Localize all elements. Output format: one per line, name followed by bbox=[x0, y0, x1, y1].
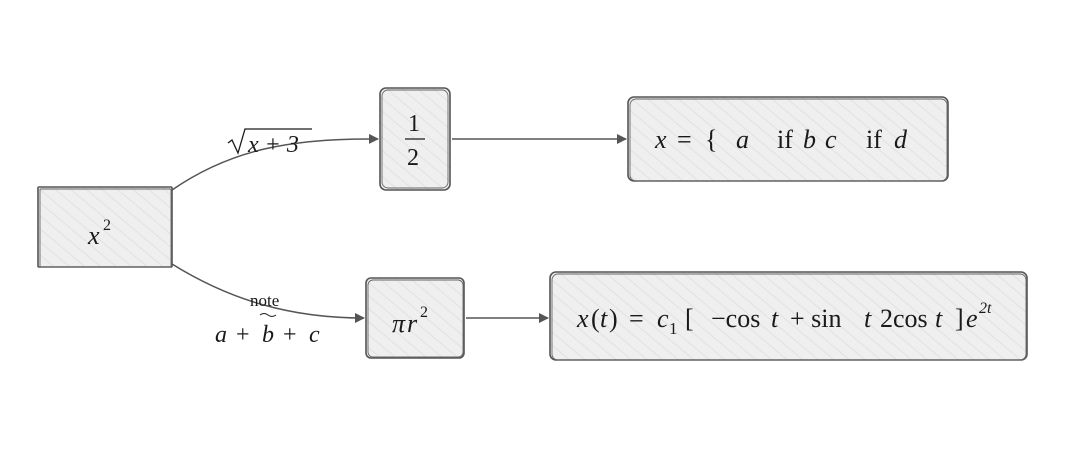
note-text: note bbox=[250, 291, 279, 310]
node-half[interactable]: 1 2 bbox=[379, 87, 451, 191]
sqrt-sign bbox=[227, 128, 312, 155]
expr-a: a bbox=[215, 322, 227, 348]
edge-label-note: note a + b + c bbox=[215, 291, 320, 348]
cases-brace: { bbox=[705, 125, 717, 154]
edge-label-sqrt: x + 3 bbox=[227, 128, 312, 158]
fraction-denominator: 2 bbox=[407, 145, 419, 171]
pir2-exponent: 2 bbox=[420, 304, 428, 321]
sol-rbracket: ] bbox=[955, 304, 964, 333]
sol-lbracket: [ bbox=[685, 304, 694, 333]
underbrace-tilde bbox=[259, 313, 277, 317]
expr-plus2: + bbox=[283, 322, 297, 348]
cases-a: a bbox=[736, 125, 749, 154]
sol-c-sub: 1 bbox=[669, 319, 678, 338]
sol-e: e bbox=[966, 304, 978, 333]
sol-t2: t bbox=[864, 304, 872, 333]
cases-eq: = bbox=[677, 125, 692, 154]
cases-d: d bbox=[894, 125, 908, 154]
pi-symbol: π bbox=[392, 309, 406, 338]
sol-minus-cos: −cos bbox=[711, 304, 760, 333]
cases-if2: if bbox=[866, 125, 882, 154]
sol-t3: t bbox=[935, 304, 943, 333]
sol-t1: t bbox=[771, 304, 779, 333]
x2-base: x bbox=[87, 221, 100, 250]
fraction-numerator: 1 bbox=[408, 111, 420, 137]
node-cases[interactable]: x = { a if b c if d bbox=[627, 96, 949, 182]
sqrt-radicand: x + 3 bbox=[247, 132, 299, 158]
expr-plus1: + bbox=[236, 322, 250, 348]
sol-e-exp: 2t bbox=[979, 300, 992, 317]
expr-b: b bbox=[262, 322, 274, 348]
node-pi-r-squared[interactable]: π r 2 bbox=[365, 277, 465, 359]
sol-x: x bbox=[576, 304, 589, 333]
node-x-squared[interactable]: x 2 bbox=[37, 186, 173, 268]
sol-eq: = bbox=[629, 304, 644, 333]
r-symbol: r bbox=[407, 309, 418, 338]
edge-x2-to-pir2 bbox=[171, 263, 365, 323]
sol-t: t bbox=[600, 304, 608, 333]
cases-b: b bbox=[803, 125, 816, 154]
expr-c: c bbox=[309, 322, 320, 348]
sol-c: c bbox=[657, 304, 669, 333]
sol-two-cos: 2cos bbox=[880, 304, 928, 333]
node-solution[interactable]: x ( t ) = c 1 [ −cos t + sin t 2cos t ] … bbox=[549, 271, 1028, 361]
sol-plus-sin: + sin bbox=[790, 304, 842, 333]
cases-lhs: x bbox=[654, 125, 667, 154]
cases-if1: if bbox=[777, 125, 793, 154]
x2-exponent: 2 bbox=[103, 217, 111, 234]
sol-open-paren: ( bbox=[591, 304, 600, 333]
cases-c: c bbox=[825, 125, 837, 154]
sol-close-paren: ) bbox=[609, 304, 618, 333]
edge-x2-to-half bbox=[171, 133, 379, 191]
